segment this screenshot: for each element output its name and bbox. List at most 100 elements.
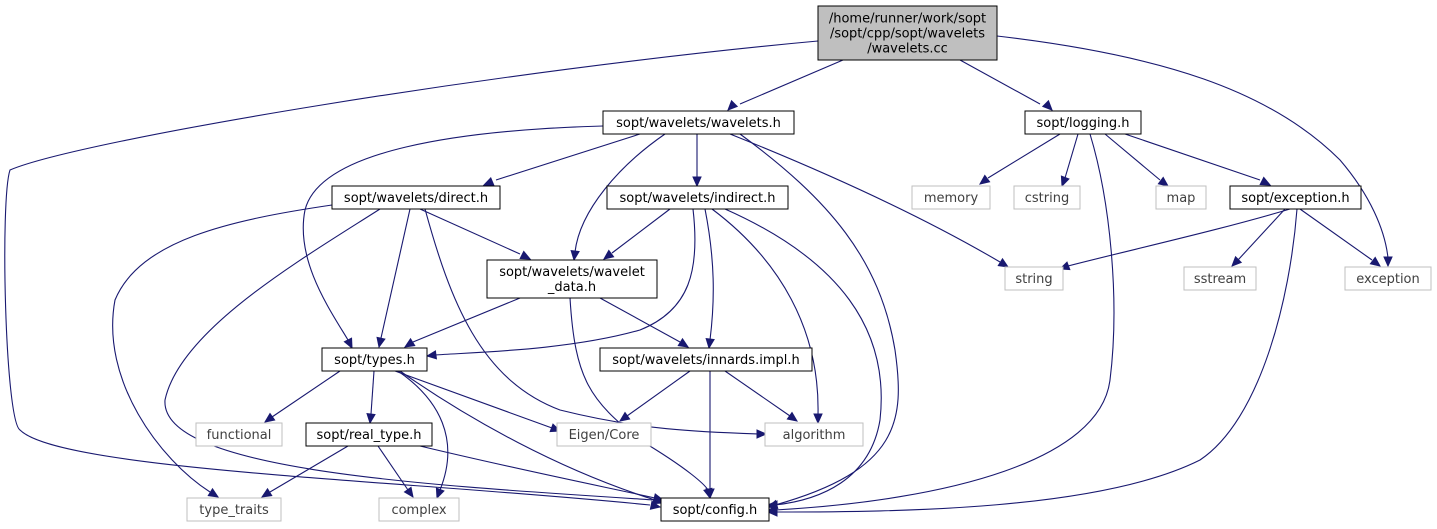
node-label: /sopt/cpp/sopt/wavelets xyxy=(830,27,985,42)
edge-indirect-h-to-algorithm xyxy=(711,208,819,416)
node-box xyxy=(1183,266,1257,291)
node-box xyxy=(321,347,428,372)
node-indirect-h[interactable]: sopt/wavelets/indirect.h xyxy=(606,185,789,210)
edge-indirect-h-to-innards-impl-h xyxy=(704,208,714,341)
node-label: /home/runner/work/sopt xyxy=(829,12,986,27)
node-real-type-h[interactable]: sopt/real_type.h xyxy=(305,422,433,447)
node-label: map xyxy=(1167,191,1196,206)
edge-exception-h-to-config-h xyxy=(774,208,1298,513)
node-label: sopt/real_type.h xyxy=(316,428,421,443)
arrowhead xyxy=(1157,176,1169,187)
node-label: type_traits xyxy=(199,503,269,518)
edge-direct-h-to-algorithm xyxy=(424,208,759,435)
arrowhead xyxy=(403,337,416,348)
edge-innards-impl-h-to-eigen-core xyxy=(626,370,691,417)
node-label: sopt/wavelets/indirect.h xyxy=(620,191,776,206)
edge-logging-h-to-map xyxy=(1104,133,1161,181)
node-box xyxy=(305,422,433,447)
node-config-h[interactable]: sopt/config.h xyxy=(660,497,770,522)
node-cstring: cstring xyxy=(1013,185,1081,210)
edge-exception-h-to-string xyxy=(1067,208,1291,267)
arrowhead xyxy=(366,413,376,425)
edge-wavelets-h-to-direct-h xyxy=(495,133,641,181)
node-types-h[interactable]: sopt/types.h xyxy=(321,347,428,372)
arrowhead xyxy=(979,174,991,185)
edge-real-type-h-to-complex xyxy=(377,445,409,491)
node-algorithm: algorithm xyxy=(764,422,864,447)
edge-wavelet-data-h-to-config-h xyxy=(569,297,709,491)
arrowhead xyxy=(1369,256,1381,267)
edge-wavelet-data-h-to-innards-impl-h xyxy=(599,297,681,343)
node-box xyxy=(331,185,501,210)
node-wavelet-data-h[interactable]: sopt/wavelets/wavelet_data.h xyxy=(486,259,658,299)
arrowhead xyxy=(1259,176,1272,186)
arrowhead xyxy=(727,99,739,111)
arrowhead xyxy=(766,500,778,510)
edge-direct-h-to-config-h xyxy=(164,208,656,501)
node-exception-h[interactable]: sopt/exception.h xyxy=(1229,185,1362,210)
node-wavelets-h[interactable]: sopt/wavelets/wavelets.h xyxy=(602,110,795,135)
edge-logging-h-to-memory xyxy=(987,133,1061,179)
arrowhead xyxy=(343,337,353,350)
edge-exception-h-to-sstream xyxy=(1237,208,1286,261)
node-label: sopt/logging.h xyxy=(1037,116,1130,131)
node-label: exception xyxy=(1356,272,1420,287)
edge-logging-h-to-config-h xyxy=(774,133,1115,511)
node-box xyxy=(1013,185,1081,210)
node-box xyxy=(486,259,658,299)
edge-wavelets-h-to-types-h xyxy=(302,125,604,341)
arrowhead xyxy=(1041,99,1053,111)
node-wavelets-cc[interactable]: /home/runner/work/sopt/sopt/cpp/sopt/wav… xyxy=(817,5,998,61)
edge-real-type-h-to-type-traits xyxy=(269,445,349,493)
node-box xyxy=(1229,185,1362,210)
edge-wavelets-cc-to-exception xyxy=(996,35,1389,259)
edge-exception-h-to-exception xyxy=(1299,208,1373,261)
edge-wavelets-h-to-config-h xyxy=(739,133,899,506)
arrowhead xyxy=(570,249,580,262)
arrowhead xyxy=(263,412,276,423)
arrowhead xyxy=(997,257,1010,268)
node-box xyxy=(378,497,460,522)
edge-logging-h-to-exception-h xyxy=(1124,133,1261,181)
edge-wavelet-data-h-to-types-h xyxy=(412,297,521,343)
node-innards-impl-h[interactable]: sopt/wavelets/innards.impl.h xyxy=(599,347,813,372)
node-box xyxy=(195,422,283,447)
edge-types-h-to-config-h xyxy=(399,370,656,501)
node-direct-h[interactable]: sopt/wavelets/direct.h xyxy=(331,185,501,210)
node-label: sopt/wavelets/wavelets.h xyxy=(616,116,781,131)
node-box xyxy=(602,110,795,135)
edge-wavelets-h-to-string xyxy=(729,133,1001,263)
arrowhead xyxy=(677,337,690,348)
arrowhead xyxy=(603,249,615,260)
arrowhead xyxy=(207,487,220,498)
edge-types-h-to-complex xyxy=(397,370,449,491)
arrowhead xyxy=(766,507,778,517)
node-type-traits: type_traits xyxy=(186,497,282,522)
node-label: sstream xyxy=(1194,272,1246,287)
node-eigen-core: Eigen/Core xyxy=(556,422,652,447)
node-label: cstring xyxy=(1025,191,1069,206)
node-label: sopt/wavelets/direct.h xyxy=(344,191,488,206)
arrowhead xyxy=(260,487,273,498)
node-label: functional xyxy=(207,428,272,443)
edge-indirect-h-to-types-h xyxy=(434,208,696,356)
graph-nodes: /home/runner/work/sopt/sopt/cpp/sopt/wav… xyxy=(186,5,1432,522)
edge-wavelets-cc-to-config-h xyxy=(4,40,819,506)
arrowhead xyxy=(813,413,823,425)
edge-real-type-h-to-config-h xyxy=(419,445,656,499)
arrowhead xyxy=(403,486,414,499)
node-label: sopt/config.h xyxy=(673,503,758,518)
node-box xyxy=(1004,266,1064,291)
node-box xyxy=(764,422,864,447)
node-box xyxy=(1024,110,1142,135)
edge-indirect-h-to-config-h xyxy=(724,208,882,506)
edge-direct-h-to-types-h xyxy=(380,208,411,339)
node-label: sopt/wavelets/wavelet xyxy=(499,265,645,280)
arrowhead xyxy=(786,411,799,422)
edge-wavelets-h-to-wavelet-data-h xyxy=(574,133,666,253)
node-box xyxy=(606,185,789,210)
node-label: /wavelets.cc xyxy=(867,42,948,57)
node-logging-h[interactable]: sopt/logging.h xyxy=(1024,110,1142,135)
edge-indirect-h-to-wavelet-data-h xyxy=(611,208,671,254)
